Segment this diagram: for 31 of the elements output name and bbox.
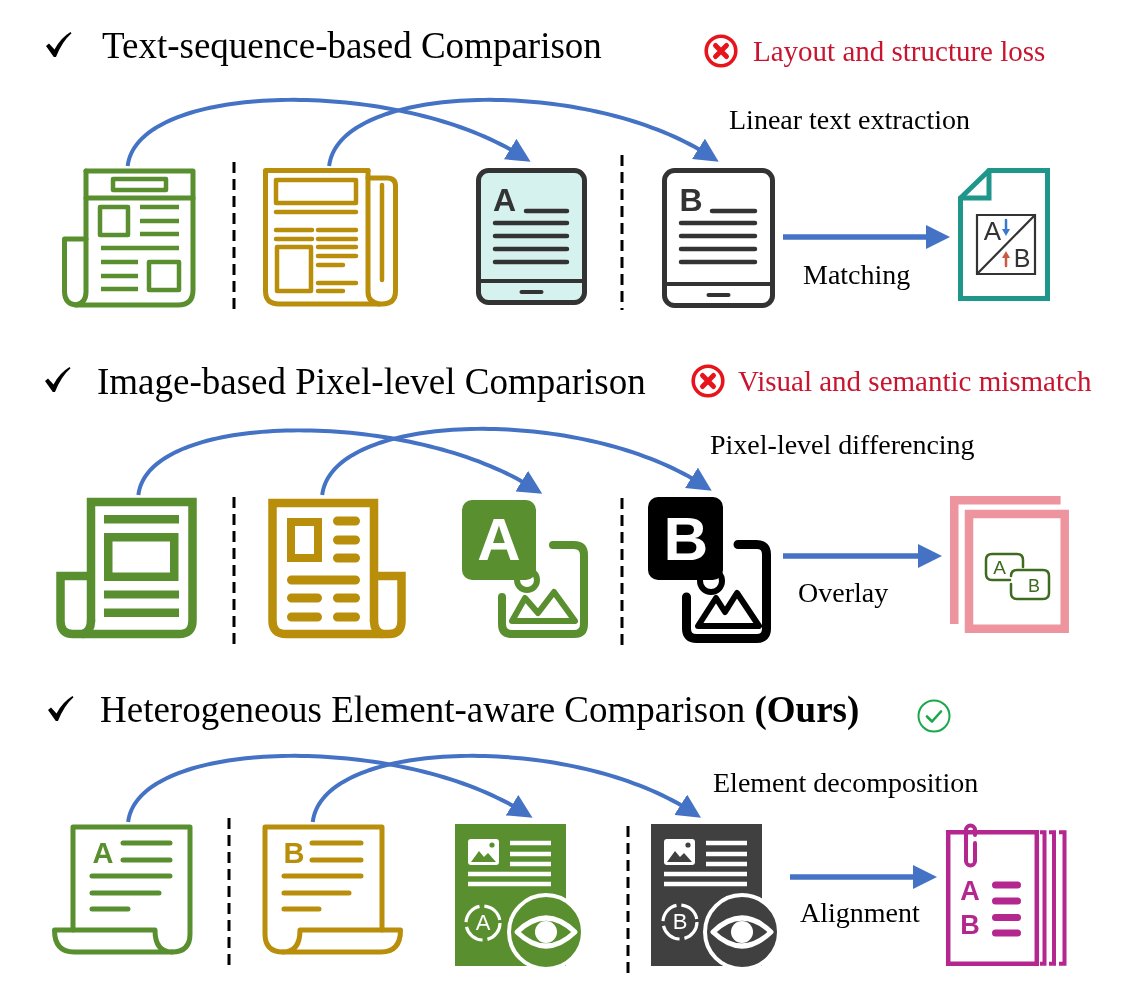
limitation-note: Layout and structure loss	[753, 33, 1046, 69]
step-label: Linear text extraction	[729, 103, 970, 137]
letter-label: B	[672, 911, 688, 933]
letter-label: B	[1028, 576, 1040, 595]
section-heading: Heterogeneous Element-aware Comparison (Ours)	[100, 688, 860, 733]
step-label: Pixel-level differencing	[710, 427, 975, 462]
curved-arrow	[320, 426, 712, 496]
curved-arrow	[310, 753, 701, 823]
arrow	[783, 544, 942, 568]
arrow	[790, 865, 937, 889]
letter-label: A	[475, 912, 491, 934]
section-heading: Text-sequence-based Comparison	[102, 24, 602, 69]
letter-label: A	[993, 557, 1006, 577]
arrow	[783, 225, 950, 249]
letter-label: A	[983, 217, 1002, 244]
letter-label: A	[477, 510, 521, 570]
step-label: Element decomposition	[713, 765, 979, 800]
letter-label: B	[960, 911, 980, 939]
curved-arrow	[126, 753, 533, 823]
section-heading: Image-based Pixel-level Comparison	[97, 360, 646, 405]
letter-label: A	[960, 877, 980, 905]
letter-label: A	[492, 184, 517, 216]
letter-label: A	[92, 838, 114, 867]
curved-arrow	[136, 428, 543, 496]
letter-label: B	[1013, 245, 1031, 270]
curved-arrow	[327, 97, 719, 167]
curved-arrow	[125, 97, 531, 167]
letter-label: B	[679, 184, 703, 216]
letter-label: B	[663, 508, 709, 570]
letter-label: B	[283, 838, 305, 867]
limitation-note: Visual and semantic mismatch	[738, 363, 1092, 399]
